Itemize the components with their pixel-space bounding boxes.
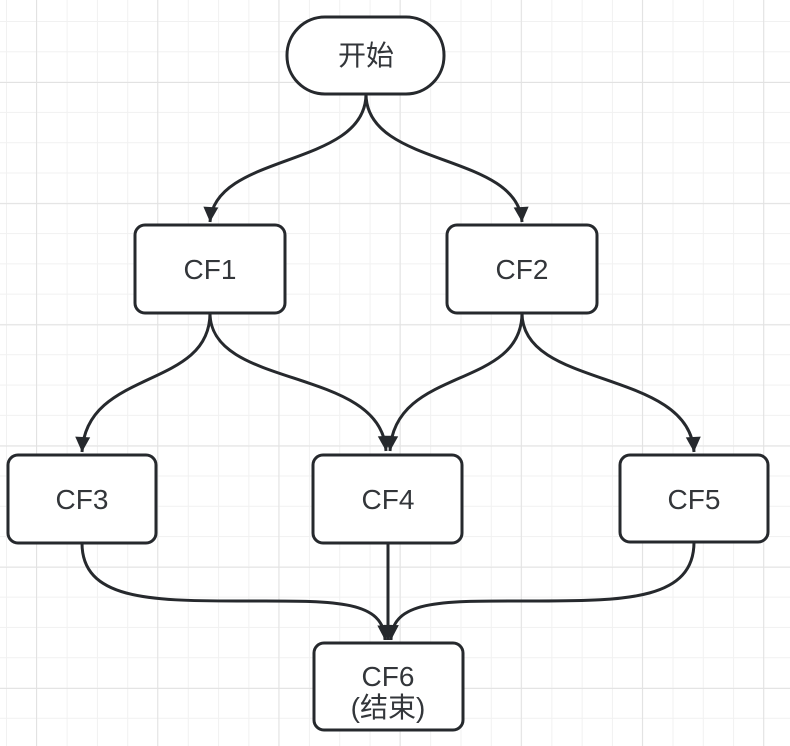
- cf5-shape[interactable]: [618, 453, 770, 544]
- start-shape[interactable]: [285, 15, 446, 96]
- node-cf4[interactable]: CF4: [311, 453, 464, 545]
- cf3-label: CF3: [56, 484, 109, 515]
- node-cf3[interactable]: CF3: [6, 453, 158, 545]
- cf6-label: CF6: [362, 661, 415, 692]
- edge-cf5-cf6[interactable]: [383, 541, 696, 641]
- cf1-shape[interactable]: [133, 223, 287, 315]
- cf5-label: CF5: [668, 484, 721, 515]
- edge-start-cf1[interactable]: [203, 93, 368, 223]
- cf6-sublabel: (结束): [351, 692, 426, 723]
- node-cf2[interactable]: CF2: [445, 223, 599, 315]
- node-cf6[interactable]: CF6 (结束): [312, 641, 465, 732]
- node-start[interactable]: 开始: [285, 15, 446, 96]
- edge-cf1-cf4[interactable]: [208, 312, 393, 452]
- node-cf1[interactable]: CF1: [133, 223, 287, 315]
- cf1-label: CF1: [184, 254, 237, 285]
- cf2-shape[interactable]: [445, 223, 599, 315]
- edge-start-cf2[interactable]: [364, 93, 529, 223]
- edge-cf2-cf5[interactable]: [520, 312, 701, 453]
- edge-cf1-cf3[interactable]: [75, 312, 212, 453]
- cf4-shape[interactable]: [311, 453, 464, 545]
- node-cf5[interactable]: CF5: [618, 453, 770, 544]
- cf2-label: CF2: [496, 254, 549, 285]
- edge-cf2-cf4[interactable]: [383, 312, 524, 452]
- cf6-shape[interactable]: [312, 641, 465, 732]
- edge-cf3-cf6[interactable]: [80, 542, 393, 641]
- cf4-label: CF4: [362, 484, 415, 515]
- start-label: 开始: [338, 40, 394, 71]
- cf3-shape[interactable]: [6, 453, 158, 545]
